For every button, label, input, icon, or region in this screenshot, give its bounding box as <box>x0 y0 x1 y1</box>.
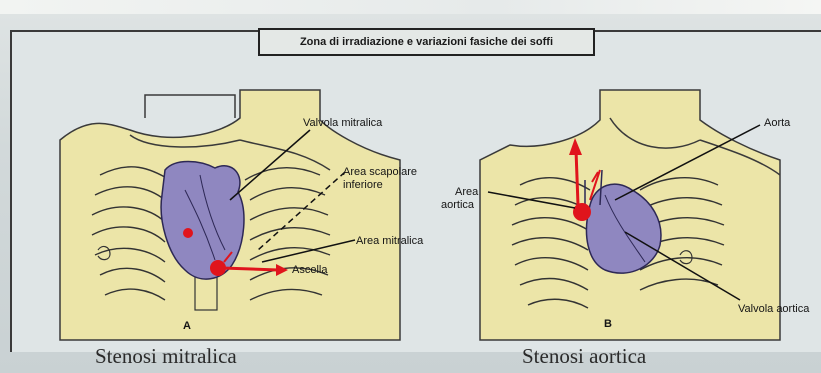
ascella-arrow <box>222 268 278 270</box>
figure-title: Zona di irradiazione e variazioni fasich… <box>258 28 595 56</box>
label-valvola-aortica: Valvola aortica <box>738 303 809 315</box>
panel-b-letter: B <box>604 318 612 330</box>
label-valvola-mitralica: Valvola mitralica <box>303 117 382 129</box>
panel-a-caption: Stenosi mitralica <box>95 344 237 369</box>
label-ascella: Ascella <box>292 264 327 276</box>
label-area-aortica-1: Area <box>455 186 478 198</box>
aortic-area-dot <box>573 203 591 221</box>
label-aorta: Aorta <box>764 117 790 129</box>
panel-a-letter: A <box>183 320 191 332</box>
mitral-valve-dot <box>183 228 193 238</box>
label-area-scapolare-1: Area scapolare <box>343 166 417 178</box>
label-area-scapolare-2: inferiore <box>343 179 383 191</box>
aorta-arrow <box>576 150 578 205</box>
panel-b-caption: Stenosi aortica <box>522 344 646 369</box>
label-area-mitralica: Area mitralica <box>356 235 423 247</box>
label-area-aortica-2: aortica <box>441 199 474 211</box>
